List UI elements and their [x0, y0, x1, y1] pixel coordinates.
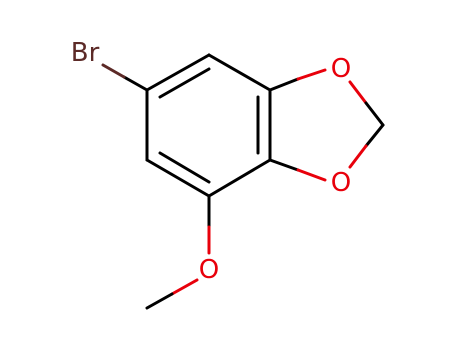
bond-c2-o3-carbon-half — [364, 123, 385, 148]
bond-o1-c2-carbon-half — [364, 101, 385, 127]
bond-c7-c7a — [207, 53, 272, 92]
atom-label-oxygen-bottom: O — [331, 168, 351, 198]
bond-c2-o3-oxygen-half — [348, 144, 368, 169]
double-bond-inner-c6-c7 — [158, 67, 211, 99]
bond-c3a-o3-oxygen-half — [296, 168, 327, 182]
bond-c6-c7 — [145, 53, 211, 92]
bond-c6-br-bromine-half — [101, 63, 126, 79]
bond-c7a-o1-oxygen-half — [296, 68, 327, 81]
bond-omethoxy-ch3-carbon-half — [145, 292, 174, 310]
bond-c6-br-carbon-half — [122, 75, 149, 92]
bond-c3a-o3-carbon-half — [268, 158, 300, 172]
bond-o1-c2-oxygen-half — [348, 80, 368, 105]
atom-label-oxygen-top: O — [331, 54, 351, 84]
bond-omethoxy-ch3-oxygen-half — [170, 278, 199, 296]
bond-c4-c5 — [145, 158, 211, 198]
double-bond-inner-c4-c5 — [158, 151, 211, 184]
atom-label-oxygen-methoxy: O — [199, 255, 219, 285]
atom-label-bromine: Br — [71, 38, 100, 68]
bond-c7a-o1-carbon-half — [268, 77, 300, 92]
bond-c3a-c4 — [207, 158, 272, 198]
